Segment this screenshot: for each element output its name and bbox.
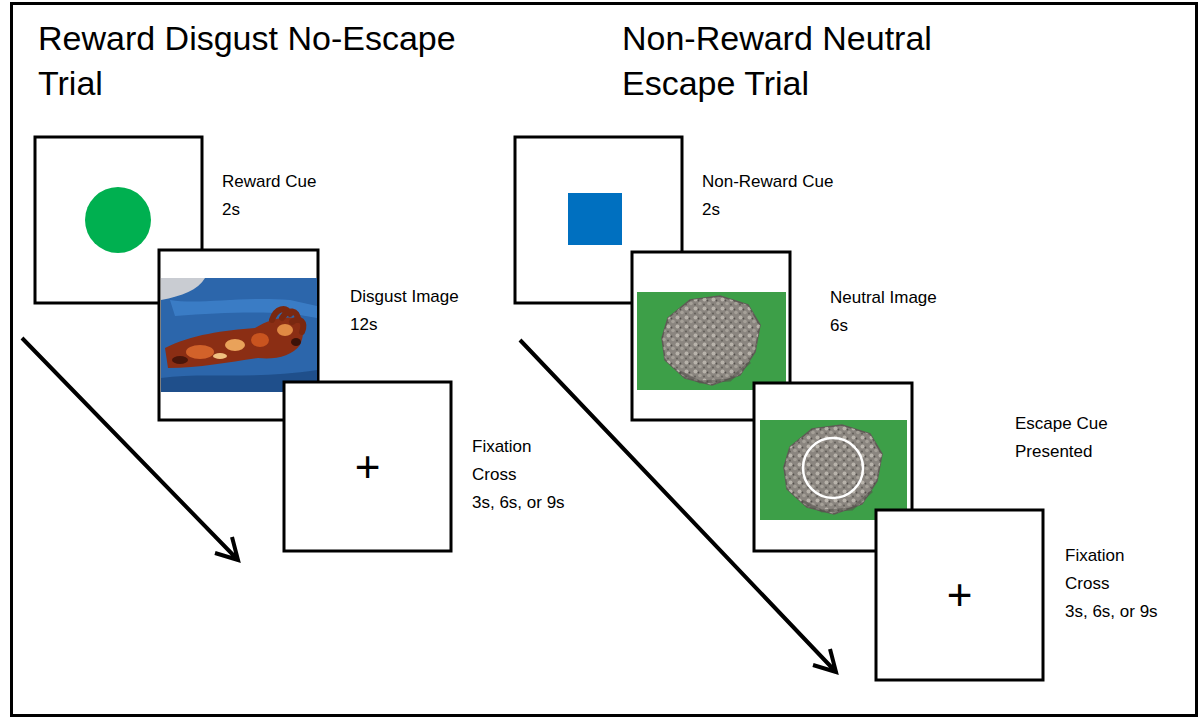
disgust-photo [161,278,317,392]
slide-frame: Disgust Image12s [159,250,318,420]
slide-caption: Disgust Image12s [350,283,459,339]
slide-label: Neutral Image [830,284,937,312]
reward-cue-circle [85,187,151,253]
neutral-photo [760,420,907,520]
slide-frame: Non-Reward Cue2s [515,137,682,303]
slide-caption: Non-Reward Cue2s [702,168,833,224]
slide-caption: Neutral Image6s [830,284,937,340]
trial-title: Non-Reward Neutral Escape Trial [622,16,1022,106]
sequence-arrow [520,340,836,672]
fixation-cross: + [947,573,973,617]
non-reward-cue-square [568,193,622,245]
slide-frame: +Fixation Cross3s, 6s, or 9s [284,382,451,551]
slide-label: 3s, 6s, or 9s [472,489,565,517]
fixation-slide [876,510,1043,680]
slide-center: + [876,510,1043,680]
slide-label: Escape Cue Presented [1015,410,1119,466]
slide-label: 6s [830,312,848,340]
escape-cue-circle [803,438,863,498]
rock-photo [784,425,882,514]
outer-frame [12,4,1197,716]
sequence-arrow [22,338,238,560]
slide-label: 12s [350,311,377,339]
slide-label: Non-Reward Cue [702,168,833,196]
slide-label: Fixation Cross [1065,542,1165,598]
neutral-photo [637,292,786,390]
trial-title: Reward Disgust No-Escape Trial [38,16,478,106]
slide-caption: Escape Cue Presented [1015,410,1119,466]
slide-label: Reward Cue [222,168,317,196]
slide-label: Disgust Image [350,283,459,311]
fixation-slide [284,382,451,551]
slide-caption: Reward Cue2s [222,168,317,224]
slide-frame: Reward Cue2s [35,137,202,303]
slide-label: 2s [222,196,240,224]
slide-caption: Fixation Cross3s, 6s, or 9s [1065,542,1165,626]
slide-caption: Fixation Cross3s, 6s, or 9s [472,433,572,517]
rock-photo [662,296,760,385]
slide-center: + [284,382,451,551]
slide-frame: Escape Cue Presented [754,383,912,551]
slide-label: 3s, 6s, or 9s [1065,598,1158,626]
slide-frame: +Fixation Cross3s, 6s, or 9s [876,510,1043,680]
slide-label: Fixation Cross [472,433,572,489]
slide-frame: Neutral Image6s [632,252,790,420]
slide-label: 2s [702,196,720,224]
fixation-cross: + [355,445,381,489]
